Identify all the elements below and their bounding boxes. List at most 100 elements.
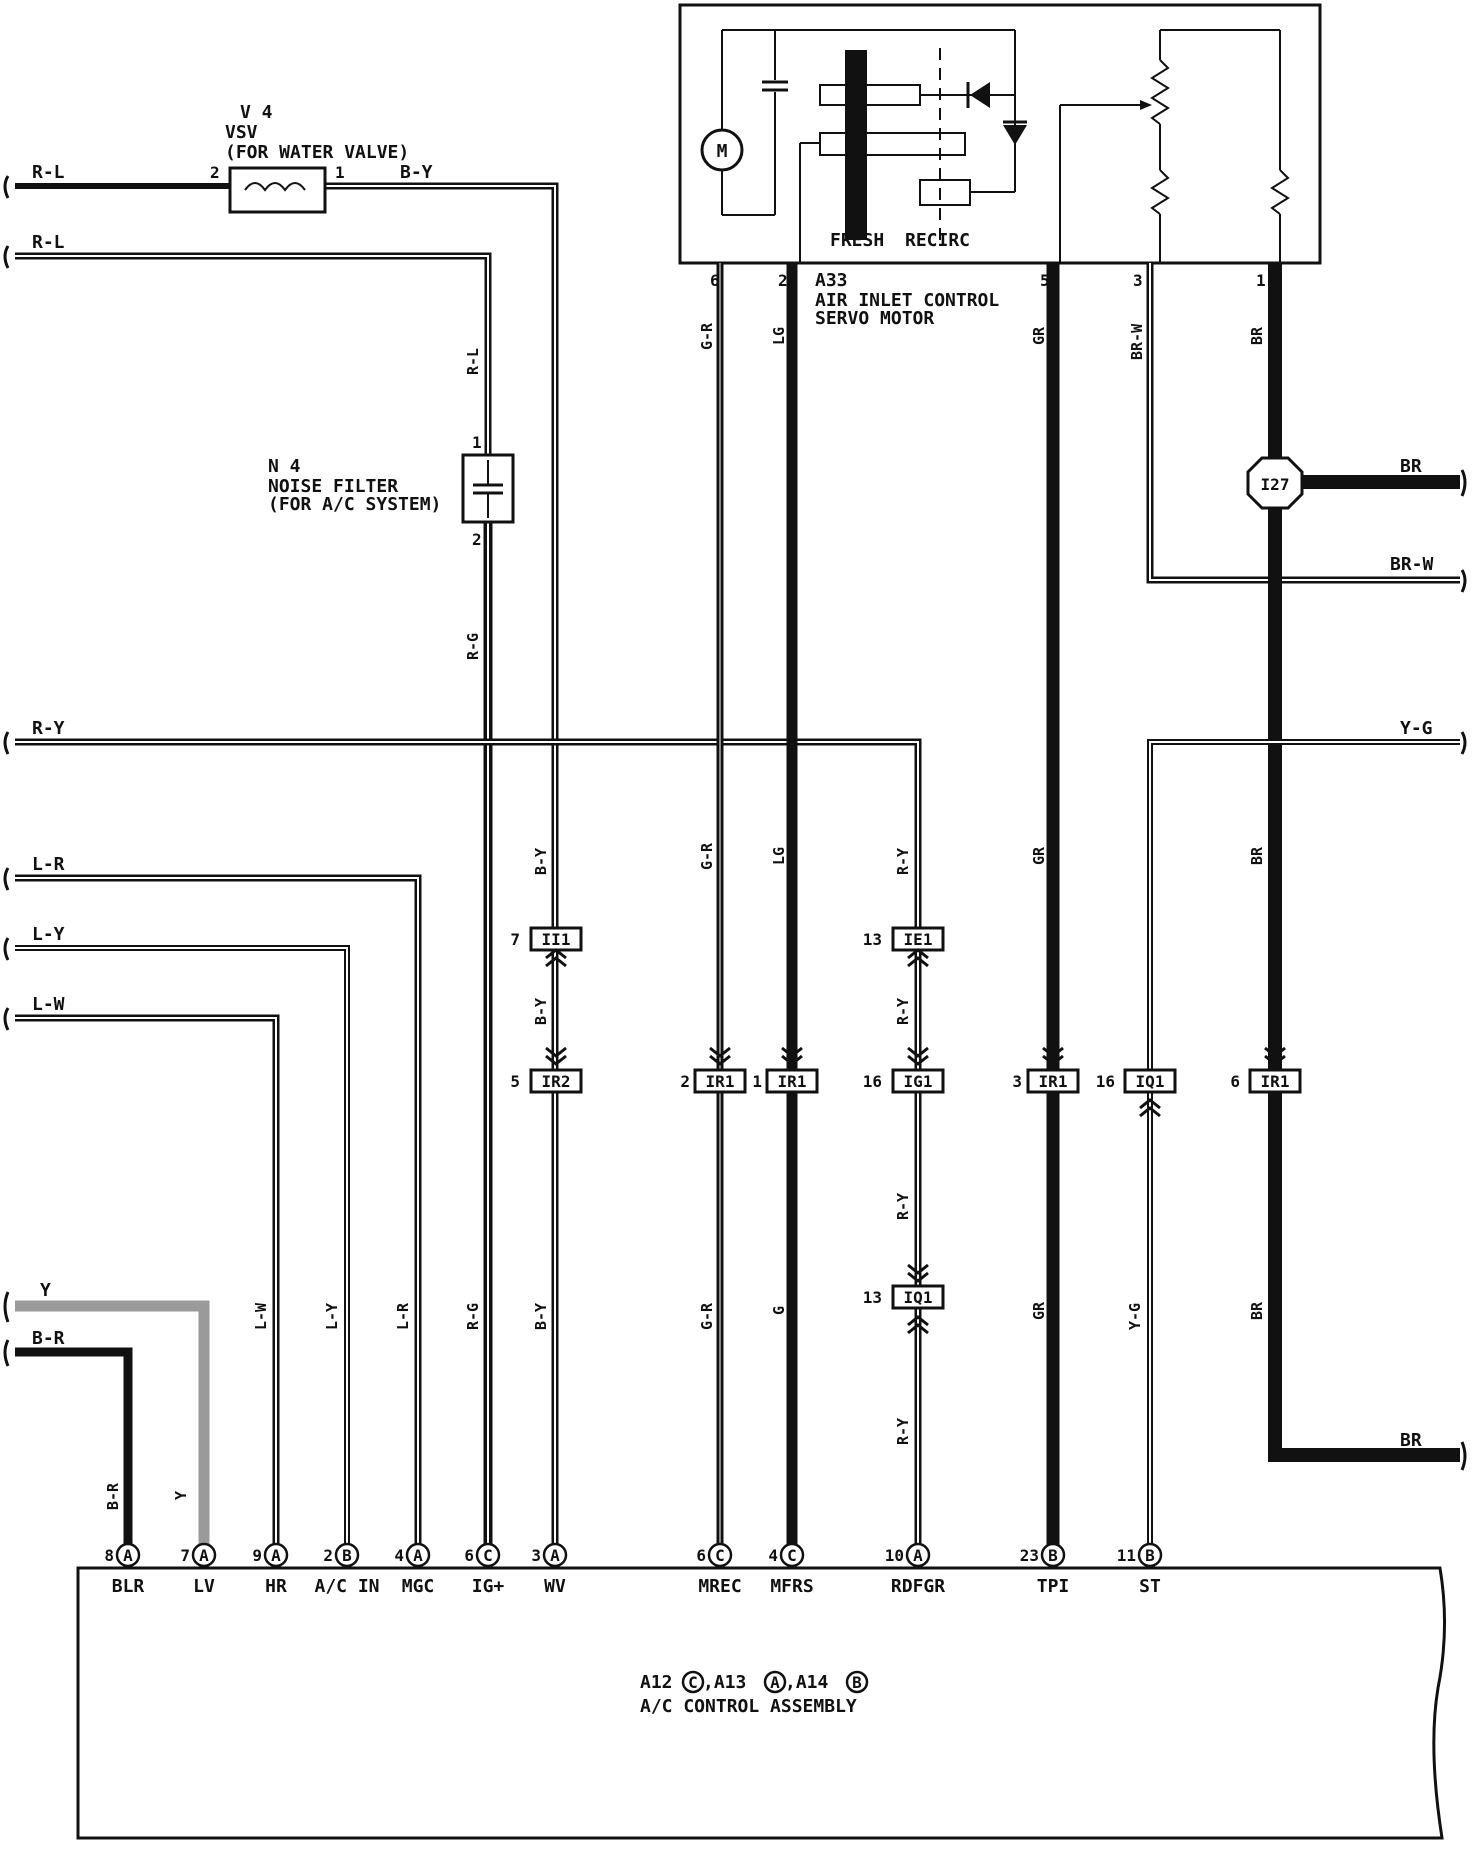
terminal-pin: 8 <box>104 1546 114 1565</box>
terminal-name: BLR <box>112 1576 145 1597</box>
vlabel-g-r-top: G-R <box>698 322 716 350</box>
label-br-right-bottom: BR <box>1400 1430 1422 1451</box>
vlabel-g-lower: G <box>770 1306 788 1315</box>
vlabel-b-y-lower: B-Y <box>532 1303 550 1330</box>
connector-ir1-a-pin: 2 <box>680 1072 690 1091</box>
connector-iq1-b-id: IQ1 <box>904 1288 933 1307</box>
resistor-icon <box>1150 59 1170 125</box>
terminal-connector-circle <box>1137 1542 1163 1568</box>
vlabel-y-g-lower: Y-G <box>1126 1303 1144 1330</box>
servo-pin-3: 3 <box>1133 271 1143 290</box>
terminal-connector-key: B <box>1048 1546 1058 1565</box>
terminal-connector-key: A <box>123 1546 133 1565</box>
wire-br <box>1268 263 1460 1462</box>
label-br-w-right: BR-W <box>1390 554 1434 575</box>
connector-ir1-c-id: IR1 <box>1039 1072 1068 1091</box>
servo-pin-1: 1 <box>1256 271 1266 290</box>
coil-icon <box>244 182 306 192</box>
label-r-y: R-Y <box>32 718 65 739</box>
ac-control-conn-2: ,A13 <box>703 1672 746 1693</box>
terminal-pin: 2 <box>323 1546 333 1565</box>
vlabel-lg-top: LG <box>770 327 788 345</box>
vlabel-r-y-lower: R-Y <box>894 1418 912 1445</box>
air-inlet-servo-motor: M FRESH <box>678 3 1322 329</box>
terminal-connector-key: C <box>787 1546 797 1565</box>
connector-ir1-b-pin: 1 <box>752 1072 762 1091</box>
vsv-name: VSV <box>225 122 258 143</box>
terminal-name: HR <box>265 1576 287 1597</box>
connector-ir2-id: IR2 <box>542 1072 571 1091</box>
vsv-water-valve: V 4 VSV (FOR WATER VALVE) 2 1 <box>210 102 409 214</box>
terminal-10: 23 B TPI <box>1020 1542 1070 1597</box>
terminal-pin: 3 <box>531 1546 541 1565</box>
wire-l-y <box>15 945 350 1555</box>
vlabel-g-r-lower: G-R <box>698 1302 716 1330</box>
connector-ir1-b-id: IR1 <box>778 1072 807 1091</box>
connector-ir1-d-id: IR1 <box>1261 1072 1290 1091</box>
motor-label: M <box>717 141 728 162</box>
terminal-connector-circle <box>542 1542 568 1568</box>
terminal-connector-key: C <box>715 1546 725 1565</box>
vertical-wire-labels: R-L R-G G-R LG GR BR-W BR B-Y G-R LG R-Y… <box>104 322 1266 1510</box>
terminal-name: TPI <box>1037 1576 1070 1597</box>
connector-ie1-id: IE1 <box>904 930 933 949</box>
terminal-name: MREC <box>698 1576 741 1597</box>
vlabel-gr-lower: GR <box>1030 1301 1048 1320</box>
terminal-connector-circle <box>263 1542 289 1568</box>
connector-iq1-a-pin: 16 <box>1096 1072 1115 1091</box>
terminal-connector-key: C <box>483 1546 493 1565</box>
connector-iq1-a <box>1123 1068 1177 1094</box>
ac-control-conn-1: A12 <box>640 1672 673 1693</box>
vlabel-l-y-lower: L-Y <box>323 1303 341 1330</box>
terminal-connector-circle <box>475 1542 501 1568</box>
terminal-connector-key: A <box>199 1546 209 1565</box>
fresh-label: FRESH <box>830 230 884 251</box>
diode-icon <box>1003 125 1027 145</box>
terminal-name: IG+ <box>472 1576 505 1597</box>
vlabel-l-r-lower: L-R <box>394 1302 412 1330</box>
connector-ig1-id: IG1 <box>904 1072 933 1091</box>
connector-ir1-a-id: IR1 <box>706 1072 735 1091</box>
terminal-connector-key: A <box>913 1546 923 1565</box>
vlabel-br-lower: BR <box>1248 1301 1266 1320</box>
resistor-icon <box>1270 169 1290 215</box>
terminal-connector-circle <box>779 1542 805 1568</box>
terminal-name: WV <box>544 1576 566 1597</box>
servo-name-1: AIR INLET CONTROL <box>815 290 999 311</box>
wire-r-l-2 <box>15 252 492 455</box>
wire-b-y <box>325 182 559 1555</box>
connector-ir1-d <box>1248 1068 1302 1094</box>
resistor-icon <box>1150 169 1170 215</box>
i27-label: I27 <box>1261 475 1290 494</box>
ac-control-key-3: B <box>852 1673 862 1692</box>
ac-control-key-2: A <box>770 1673 780 1692</box>
vlabel-l-w-lower: L-W <box>252 1302 270 1330</box>
label-b-r: B-R <box>32 1328 65 1349</box>
wires <box>3 175 1467 1555</box>
noise-filter-pin-1: 1 <box>472 433 482 452</box>
terminal-name: LV <box>193 1576 215 1597</box>
servo-ref: A33 <box>815 270 848 291</box>
vlabel-br-mid: BR <box>1248 846 1266 865</box>
wire-b-r <box>15 1347 133 1555</box>
wire-l-r <box>15 874 422 1555</box>
vlabel-gr-mid: GR <box>1030 846 1048 865</box>
terminal-pin: 23 <box>1020 1546 1039 1565</box>
vlabel-br-w-top: BR-W <box>1128 323 1146 360</box>
connector-ir2-pin: 5 <box>510 1072 520 1091</box>
connector-ir1-d-pin: 6 <box>1230 1072 1240 1091</box>
noise-filter-desc: (FOR A/C SYSTEM) <box>268 494 441 515</box>
wire-br-w <box>1146 263 1460 584</box>
connector-ie1-pin: 13 <box>863 930 882 949</box>
noise-filter-pin-2: 2 <box>472 530 482 549</box>
terminal-name: ST <box>1139 1576 1161 1597</box>
vlabel-r-y-low: R-Y <box>894 998 912 1025</box>
